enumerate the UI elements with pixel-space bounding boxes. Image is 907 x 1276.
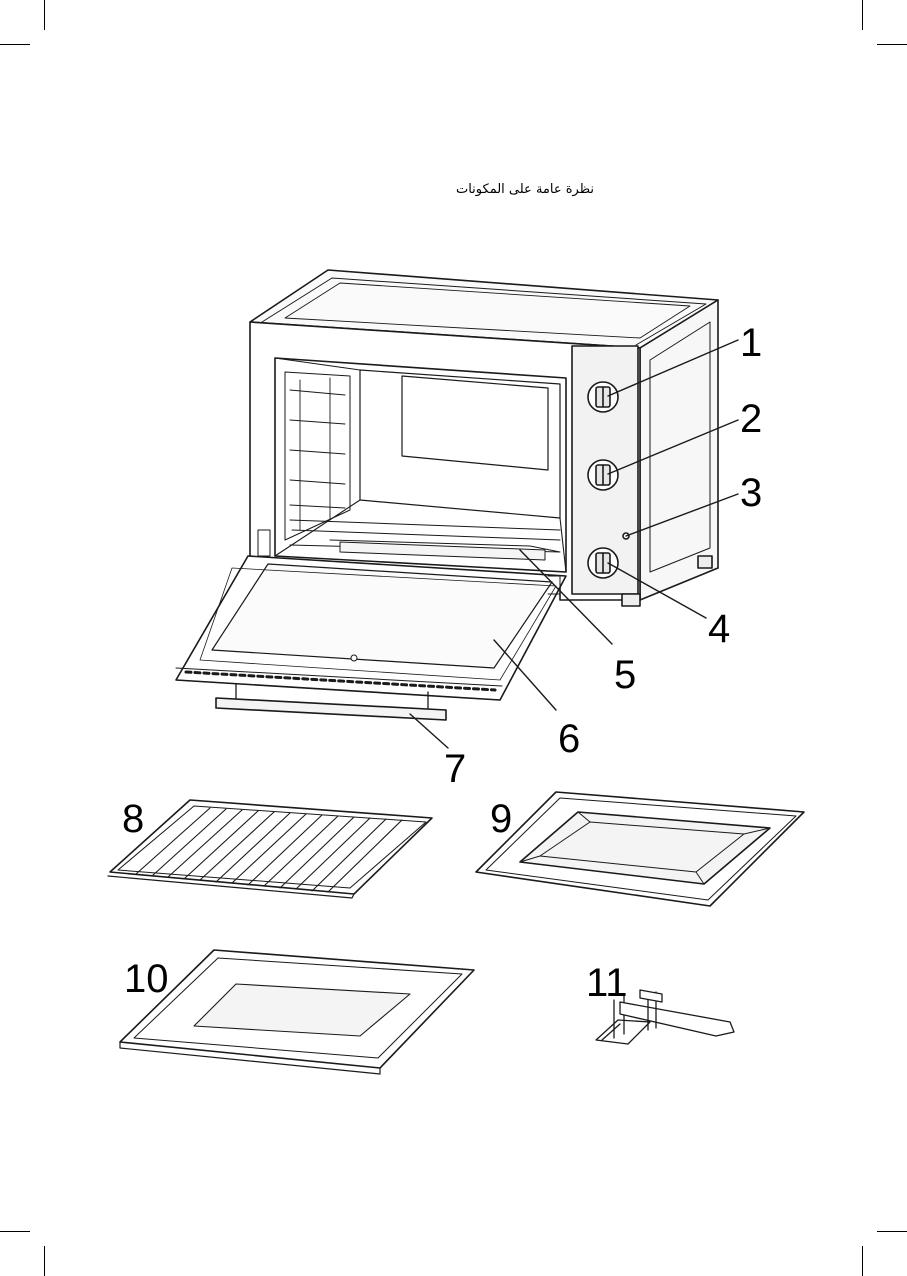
callout-3: 3 xyxy=(740,471,762,515)
callout-8: 8 xyxy=(122,797,144,841)
crumb-tray-illustration xyxy=(120,950,474,1074)
oven-illustration xyxy=(176,270,718,720)
callout-2: 2 xyxy=(740,397,762,441)
callout-6: 6 xyxy=(558,717,580,761)
callout-10: 10 xyxy=(124,957,169,1001)
baking-tray-illustration xyxy=(476,792,804,906)
knob-icon xyxy=(588,460,618,490)
callout-1: 1 xyxy=(740,321,762,365)
callout-5: 5 xyxy=(614,653,636,697)
callout-9: 9 xyxy=(490,797,512,841)
callout-7: 7 xyxy=(444,747,466,791)
callout-11: 11 xyxy=(586,961,628,1005)
oven-foot xyxy=(622,594,640,606)
door-handle xyxy=(216,698,446,720)
callout-4: 4 xyxy=(708,607,730,651)
knob-icon xyxy=(588,548,618,578)
knob-icon xyxy=(588,382,618,412)
oven-foot xyxy=(698,556,712,568)
wire-rack-illustration xyxy=(108,800,432,898)
